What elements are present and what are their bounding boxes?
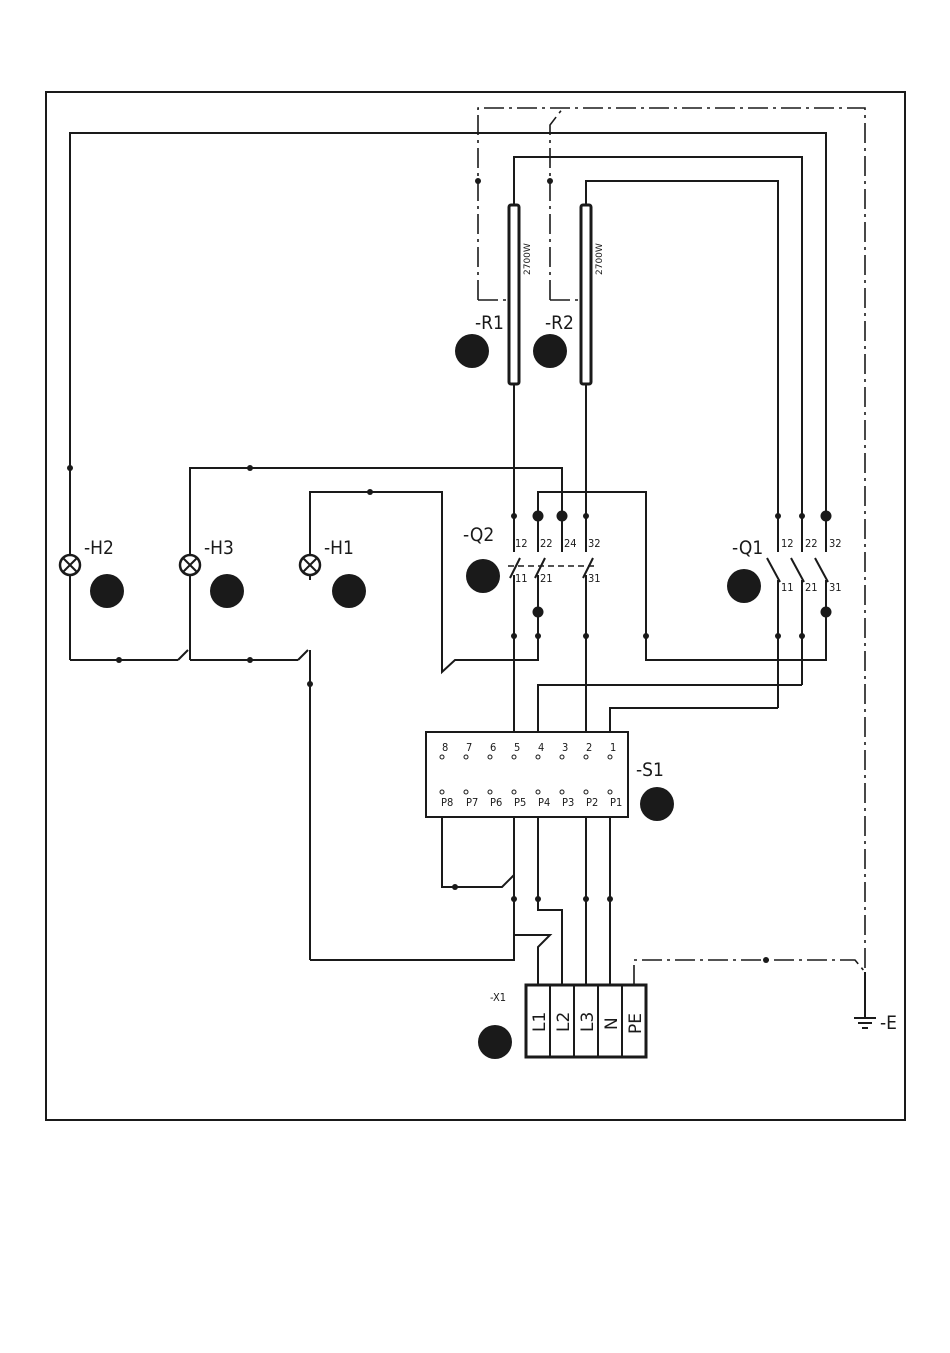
terminal-l1: L1 [530,1012,550,1032]
heater-r1: 2700W -R1 [455,205,533,384]
s1-pin-6: 6 [490,741,496,754]
s1-pin-2: 2 [586,741,592,754]
terminal-l3: L3 [578,1012,598,1032]
earth-lines [478,108,865,1018]
s1-pin-p2: P2 [586,796,598,809]
q1-to-s1-wiring [538,685,802,735]
q2-pin-11: 11 [515,572,528,585]
q2-pin-12: 12 [515,537,528,550]
heater-r1-marker [455,334,489,368]
q1-pin-31: 31 [829,581,842,594]
lamp-h1-label: -H1 [324,537,354,559]
switch-q2-marker [466,559,500,593]
diagram-frame [46,92,905,1120]
heater-r2-label: -R2 [545,312,574,334]
lamp-h3-marker [210,574,244,608]
q1-pin-22: 22 [805,537,818,550]
s1-pin-p1: P1 [610,796,622,809]
q1-pin-32: 32 [829,537,842,550]
terminal-l2: L2 [554,1012,574,1032]
top-wiring [70,133,826,660]
selector-s1-marker [640,787,674,821]
heater-r1-power: 2700W [523,243,533,275]
q1-pin-21: 21 [805,581,818,594]
q1-pin-11: 11 [781,581,794,594]
s1-pin-p6: P6 [490,796,502,809]
s1-pin-p8: P8 [441,796,453,809]
terminal-pe: PE [626,1013,646,1034]
q2-pin-32: 32 [588,537,601,550]
s1-pin-3: 3 [562,741,568,754]
q1-pin-12: 12 [781,537,794,550]
q2-pin-31: 31 [588,572,601,585]
heater-r1-label: -R1 [475,312,504,334]
s1-pin-p3: P3 [562,796,574,809]
s1-pin-p5: P5 [514,796,526,809]
lamp-h2-label: -H2 [84,537,114,559]
s1-pin-8: 8 [442,741,448,754]
earth-label: -E [880,1012,897,1034]
lamp-h1-marker [332,574,366,608]
s1-pin-p7: P7 [466,796,478,809]
heater-r2-power: 2700W [595,243,605,275]
selector-s1-label: -S1 [636,759,664,781]
s1-pin-1: 1 [610,741,616,754]
q2-pin-22: 22 [540,537,553,550]
heater-r2-marker [533,334,567,368]
switch-q2: -Q2 12 22 24 32 11 21 31 [463,492,826,735]
q2-pin-24: 24 [564,537,577,550]
selector-s1: -S1 8 7 6 5 4 3 2 1 P8 P7 P6 P5 P4 P3 P2… [426,732,674,821]
terminal-n: N [602,1017,622,1030]
s1-pin-7: 7 [466,741,472,754]
terminal-x1-label: -X1 [490,991,506,1004]
s1-pin-5: 5 [514,741,520,754]
switch-q1-marker [727,569,761,603]
lamp-h2-marker [90,574,124,608]
terminal-x1: L1 L2 L3 N PE -X1 [478,985,646,1059]
s1-pin-p4: P4 [538,796,550,809]
s1-pin-4: 4 [538,741,544,754]
heater-r2: 2700W -R2 [533,205,605,384]
s1-to-x1-wiring [310,817,610,985]
q2-pin-21: 21 [540,572,553,585]
switch-q2-label: -Q2 [463,524,494,546]
earth-symbol: -E [854,1012,897,1034]
terminal-x1-marker [478,1025,512,1059]
lamp-h3-label: -H3 [204,537,234,559]
switch-q1-label: -Q1 [732,537,763,559]
